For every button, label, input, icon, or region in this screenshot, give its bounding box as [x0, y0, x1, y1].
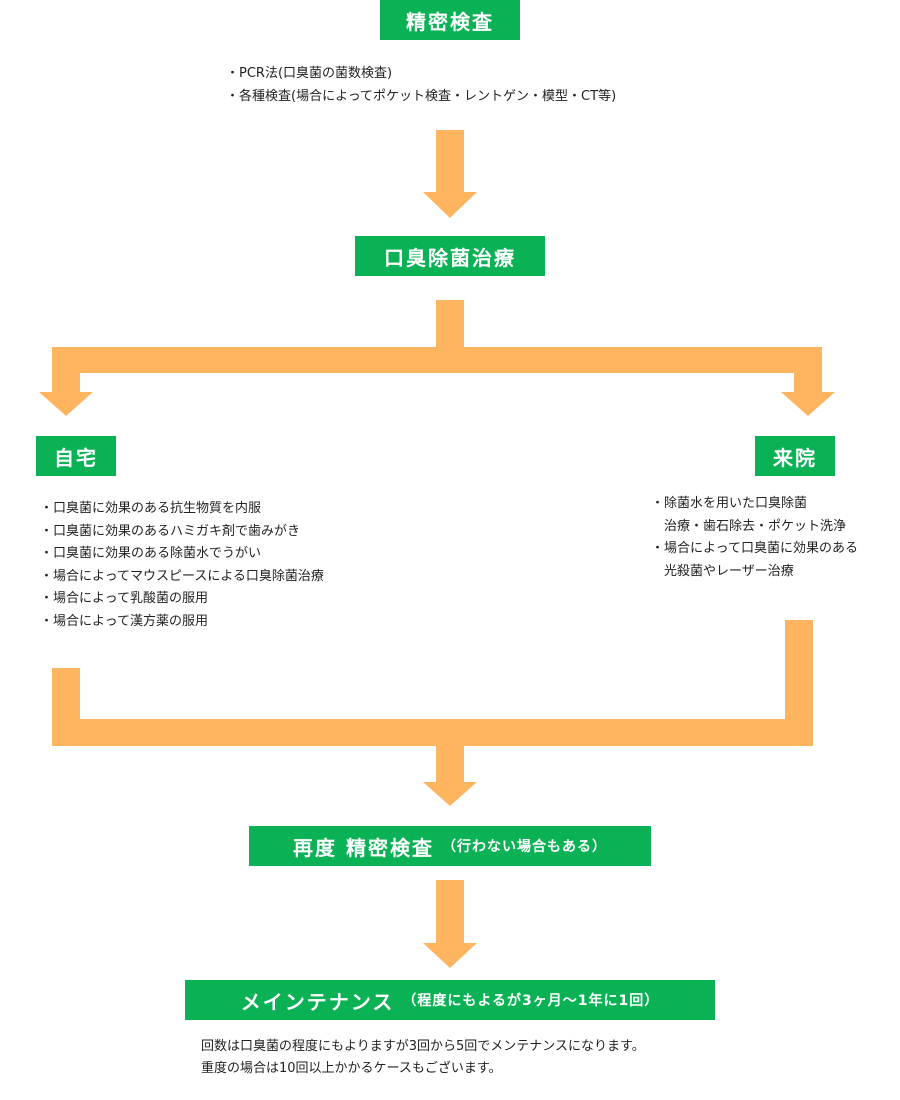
exam-box: 精密検査	[380, 0, 520, 40]
reexam-title: 再度 精密検査	[293, 835, 434, 860]
treatment-title: 口臭除菌治療	[384, 245, 516, 270]
reexam-box: 再度 精密検査 （行わない場合もある）	[249, 826, 651, 866]
maintenance-description: 回数は口臭菌の程度にもよりますが3回から5回でメンテナンスになります。 重度の場…	[201, 1036, 645, 1080]
maintenance-box: メインテナンス （程度にもよるが3ヶ月〜1年に1回）	[185, 980, 715, 1020]
maintenance-note: （程度にもよるが3ヶ月〜1年に1回）	[402, 993, 660, 1009]
home-list-item: 場合によって漢方薬の服用	[40, 611, 324, 634]
home-list-item: 口臭菌に効果のあるハミガキ剤で歯みがき	[40, 521, 324, 544]
clinic-list: 除菌水を用いた口臭除菌 治療・歯石除去・ポケット洗浄 場合によって口臭菌に効果の…	[651, 493, 858, 583]
maintenance-description-line: 重度の場合は10回以上かかるケースもございます。	[201, 1061, 502, 1076]
clinic-title: 来院	[773, 445, 817, 470]
reexam-note: （行わない場合もある）	[441, 839, 607, 855]
arrow-merge-to-reexam	[52, 620, 813, 806]
home-title: 自宅	[54, 445, 98, 470]
arrow-reexam-to-maintenance	[423, 880, 477, 968]
maintenance-title: メインテナンス	[240, 989, 395, 1014]
home-list-item: 口臭菌に効果のある除菌水でうがい	[40, 543, 324, 566]
clinic-list-item-continued: 治療・歯石除去・ポケット洗浄	[664, 518, 847, 534]
treatment-box: 口臭除菌治療	[355, 236, 545, 276]
exam-detail-item: 各種検査(場合によってポケット検査・レントゲン・模型・CT等)	[226, 86, 616, 109]
arrow-exam-to-treatment	[423, 130, 477, 218]
arrow-treatment-split	[39, 300, 835, 416]
clinic-list-item-continued: 光殺菌やレーザー治療	[664, 563, 794, 579]
exam-detail-item: PCR法(口臭菌の菌数検査)	[226, 63, 616, 86]
clinic-list-item: 場合によって口臭菌に効果のある	[651, 538, 858, 561]
maintenance-description-line: 回数は口臭菌の程度にもよりますが3回から5回でメンテナンスになります。	[201, 1039, 645, 1054]
exam-title: 精密検査	[406, 9, 494, 34]
clinic-list-item: 除菌水を用いた口臭除菌	[651, 493, 858, 516]
home-list: 口臭菌に効果のある抗生物質を内服 口臭菌に効果のあるハミガキ剤で歯みがき 口臭菌…	[40, 498, 324, 633]
home-list-item: 場合によってマウスピースによる口臭除菌治療	[40, 566, 324, 589]
clinic-box: 来院	[755, 436, 835, 476]
home-box: 自宅	[36, 436, 116, 476]
home-list-item: 場合によって乳酸菌の服用	[40, 588, 324, 611]
home-list-item: 口臭菌に効果のある抗生物質を内服	[40, 498, 324, 521]
exam-details: PCR法(口臭菌の菌数検査) 各種検査(場合によってポケット検査・レントゲン・模…	[226, 63, 616, 108]
